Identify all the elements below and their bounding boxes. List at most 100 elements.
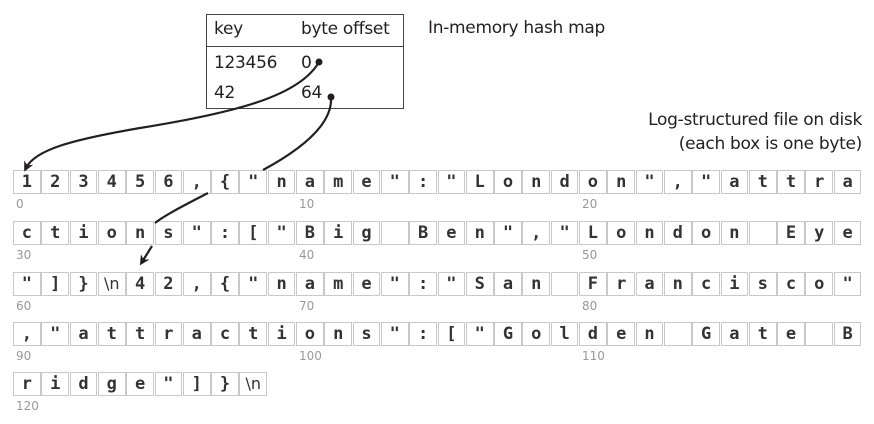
byte-box: 4 <box>126 272 154 296</box>
byte-box <box>748 221 777 245</box>
byte-box: y <box>805 221 834 245</box>
byte-box: n <box>267 170 296 194</box>
byte-box: 2 <box>41 170 70 194</box>
byte-box: G <box>692 322 720 346</box>
byte-box: e <box>607 322 636 346</box>
offset-label: 70 <box>299 299 315 313</box>
byte-box: a <box>296 170 324 194</box>
header-byte-offset: byte offset <box>301 19 390 39</box>
byte-box: s <box>352 322 381 346</box>
byte-box: n <box>635 221 664 245</box>
byte-box: e <box>352 272 381 296</box>
byte-box: 6 <box>154 170 183 194</box>
offset-label: 120 <box>16 399 39 413</box>
byte-box: g <box>97 372 126 396</box>
byte-box: : <box>409 272 437 296</box>
byte-box: B <box>833 322 862 346</box>
byte-box: a <box>635 272 664 296</box>
byte-box: e <box>833 221 862 245</box>
byte-box: t <box>126 322 154 346</box>
byte-box: , <box>13 322 41 346</box>
byte-box: s <box>748 272 777 296</box>
offset-label: 90 <box>16 349 32 363</box>
byte-box: t <box>97 322 126 346</box>
offset-label: 30 <box>16 248 32 262</box>
byte-box: a <box>720 322 749 346</box>
byte-box: , <box>182 170 211 194</box>
byte-box <box>380 221 409 245</box>
row-key: 123456 <box>214 53 278 73</box>
byte-box: " <box>692 170 720 194</box>
byte-box: " <box>380 170 409 194</box>
byte-box <box>663 322 692 346</box>
byte-box: m <box>324 272 353 296</box>
byte-box: } <box>211 372 239 396</box>
byte-box: d <box>69 372 98 396</box>
byte-box: " <box>380 322 409 346</box>
byte-box: 1 <box>13 170 41 194</box>
byte-box: r <box>13 372 41 396</box>
byte-box: o <box>97 221 126 245</box>
byte-box: L <box>465 170 494 194</box>
byte-box: " <box>437 170 466 194</box>
log-file-title-line1: Log-structured file on disk <box>648 110 862 130</box>
byte-box <box>805 322 834 346</box>
byte-box: o <box>805 272 834 296</box>
byte-box: c <box>211 322 239 346</box>
byte-box: , <box>182 272 211 296</box>
byte-box: ] <box>182 372 211 396</box>
byte-box: " <box>494 221 522 245</box>
byte-box: o <box>296 322 324 346</box>
byte-box: s <box>154 221 183 245</box>
byte-box: a <box>494 272 522 296</box>
byte-box: a <box>182 322 211 346</box>
byte-box: 4 <box>97 170 126 194</box>
byte-box: L <box>579 221 607 245</box>
byte-box: 5 <box>126 170 154 194</box>
byte-box: o <box>607 221 636 245</box>
byte-box: n <box>635 322 664 346</box>
byte-box: { <box>211 272 239 296</box>
byte-box: { <box>211 170 239 194</box>
byte-box: e <box>777 322 805 346</box>
byte-box: " <box>437 272 466 296</box>
log-file-title-line2: (each box is one byte) <box>678 134 863 154</box>
pointer-arrow-offset-64-seg3 <box>139 245 153 266</box>
byte-box: : <box>409 322 437 346</box>
byte-box: B <box>409 221 437 245</box>
row-offset: 0 <box>301 53 312 73</box>
byte-box: " <box>380 272 409 296</box>
byte-box: n <box>522 272 551 296</box>
byte-box: r <box>607 272 636 296</box>
byte-box: n <box>267 272 296 296</box>
offset-label: 20 <box>582 197 598 211</box>
byte-box: l <box>550 322 579 346</box>
byte-box: o <box>692 221 720 245</box>
byte-box: n <box>607 170 636 194</box>
byte-box: n <box>522 170 551 194</box>
offset-label: 0 <box>16 197 24 211</box>
hash-map-header <box>207 15 403 47</box>
byte-box: " <box>635 170 664 194</box>
byte-box: m <box>324 170 353 194</box>
byte-box: a <box>296 272 324 296</box>
byte-box: \n <box>97 272 126 296</box>
byte-box: [ <box>437 322 466 346</box>
byte-box: t <box>239 322 268 346</box>
byte-box: c <box>777 272 805 296</box>
byte-box <box>550 272 579 296</box>
byte-box: r <box>154 322 183 346</box>
byte-box: t <box>777 170 805 194</box>
row-key: 42 <box>214 83 236 103</box>
byte-box: " <box>41 322 70 346</box>
byte-box: n <box>126 221 154 245</box>
byte-box: i <box>69 221 98 245</box>
byte-box: n <box>720 221 749 245</box>
byte-box: r <box>805 170 834 194</box>
byte-box: o <box>494 170 522 194</box>
row-offset: 64 <box>301 83 323 103</box>
byte-box: c <box>692 272 720 296</box>
byte-box: " <box>154 372 183 396</box>
byte-box: n <box>324 322 353 346</box>
